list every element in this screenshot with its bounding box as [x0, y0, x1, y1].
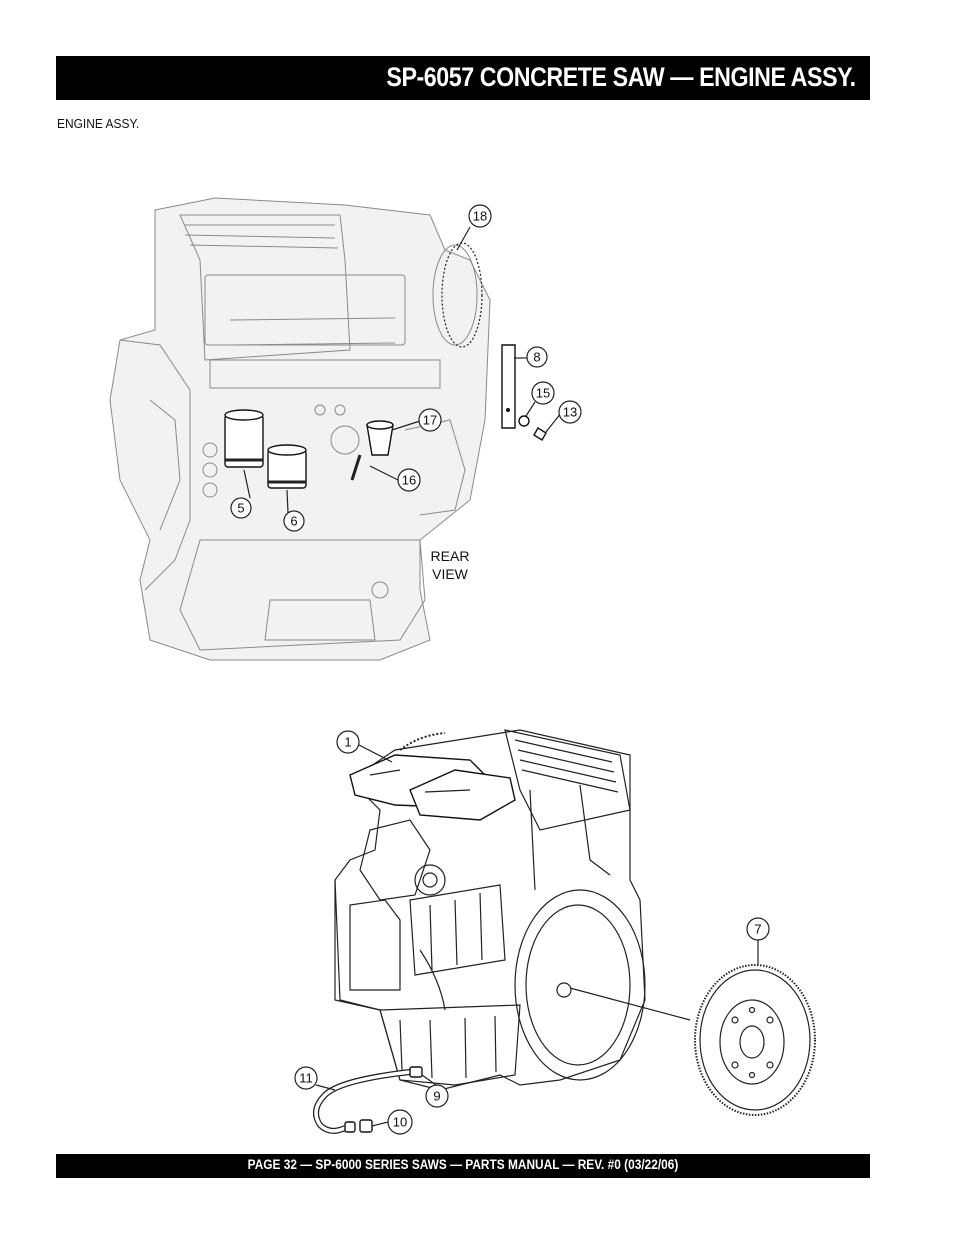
- nut-part: [506, 408, 510, 412]
- drain-hose-part-11: [313, 1069, 411, 1134]
- fitting-part-9: [409, 1066, 423, 1078]
- svg-text:11: 11: [299, 1071, 313, 1086]
- svg-text:13: 13: [563, 405, 577, 420]
- bolt-part-13: [533, 427, 547, 441]
- svg-text:1: 1: [344, 735, 351, 750]
- page-title: SP-6057 CONCRETE SAW — ENGINE ASSY.: [386, 62, 857, 92]
- fuel-filter-part-6: [267, 444, 307, 489]
- callout-11: 11: [294, 1066, 318, 1090]
- svg-text:10: 10: [393, 1115, 407, 1130]
- rear-view-label-line1: REAR: [431, 548, 470, 564]
- bracket-part-8: [501, 344, 516, 429]
- washer-part-15: [518, 415, 530, 427]
- callout-7: 7: [746, 917, 770, 941]
- fitting-part-10: [344, 1119, 373, 1133]
- footer-bar: PAGE 32 — SP-6000 SERIES SAWS — PARTS MA…: [56, 1154, 870, 1178]
- callout-1: 1: [336, 730, 360, 754]
- callout-17: 17: [418, 408, 442, 432]
- callout-16: 16: [397, 468, 421, 492]
- svg-text:9: 9: [433, 1089, 440, 1104]
- svg-text:18: 18: [473, 209, 487, 224]
- oil-filter-part-5: [224, 409, 264, 468]
- title-bar: SP-6057 CONCRETE SAW — ENGINE ASSY.: [56, 56, 870, 100]
- fuel-bowl-part-17: [350, 420, 394, 481]
- svg-text:15: 15: [536, 386, 550, 401]
- callout-18: 18: [468, 204, 492, 228]
- svg-text:16: 16: [402, 473, 416, 488]
- section-subtitle: ENGINE ASSY.: [57, 116, 140, 131]
- footer-text: PAGE 32 — SP-6000 SERIES SAWS — PARTS MA…: [247, 1157, 679, 1172]
- flywheel-part-7: [694, 964, 816, 1116]
- svg-text:6: 6: [290, 514, 297, 529]
- rear-view-label-line2: VIEW: [432, 566, 469, 582]
- callout-15: 15: [531, 381, 555, 405]
- callout-5: 5: [230, 497, 252, 519]
- callout-6: 6: [283, 510, 305, 532]
- rear-view-drawing: [109, 197, 562, 661]
- svg-text:5: 5: [237, 501, 244, 516]
- svg-text:7: 7: [754, 922, 761, 937]
- callout-8: 8: [526, 346, 548, 368]
- svg-text:17: 17: [423, 413, 437, 428]
- front-view-drawing: [334, 729, 646, 1091]
- svg-text:8: 8: [533, 350, 540, 365]
- callout-13: 13: [558, 400, 582, 424]
- callout-9: 9: [425, 1084, 449, 1108]
- callout-10: 10: [387, 1109, 413, 1135]
